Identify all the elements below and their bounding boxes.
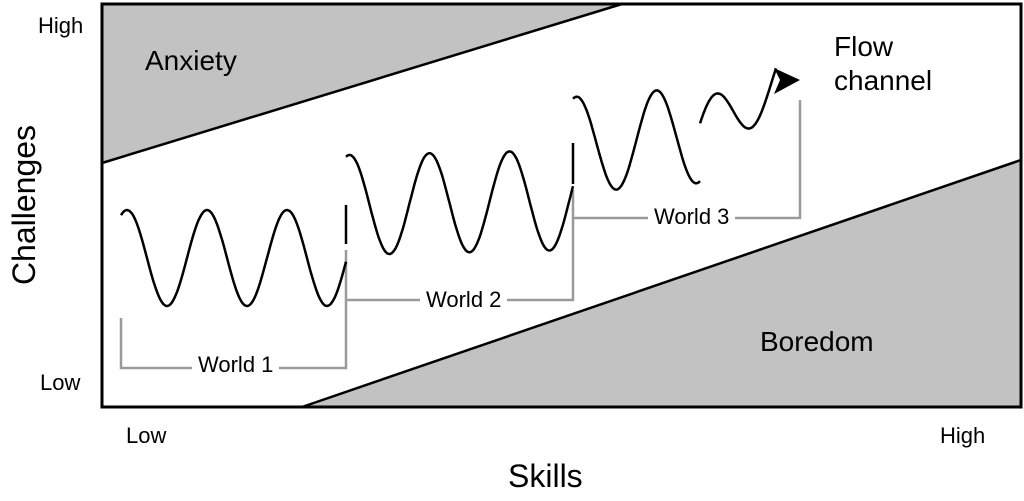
world-1-label: World 1: [192, 354, 280, 376]
flow-channel-label-line2: channel: [834, 65, 933, 96]
y-axis-title: Challenges: [6, 124, 42, 286]
flow-path-world-1: [119, 208, 348, 308]
plot-frame: [100, 2, 1023, 409]
x-axis-title: Skills: [508, 458, 583, 494]
world-3-label: World 3: [648, 206, 736, 228]
flow-path-continuation: [698, 67, 778, 130]
flow-path-world-2: [345, 150, 575, 256]
y-axis-low-label: Low: [40, 370, 81, 395]
flow-channel-label-line1: Flow: [834, 31, 894, 62]
x-axis-high-label: High: [940, 423, 986, 448]
flow-arrow-head: [774, 68, 800, 94]
x-axis-low-label: Low: [126, 423, 167, 448]
flow-path-world-3: [572, 89, 701, 191]
boredom-region: [301, 158, 1023, 409]
world-3-bracket: [573, 100, 802, 220]
y-axis-high-label: High: [38, 13, 84, 38]
anxiety-region: [100, 2, 623, 165]
world-2-bracket: [346, 190, 575, 302]
world-1-bracket: [119, 250, 348, 370]
world-2-label: World 2: [420, 289, 508, 311]
flow-channel-label: Flow channel: [834, 30, 932, 98]
boredom-label: Boredom: [760, 326, 874, 357]
anxiety-label: Anxiety: [145, 45, 237, 76]
